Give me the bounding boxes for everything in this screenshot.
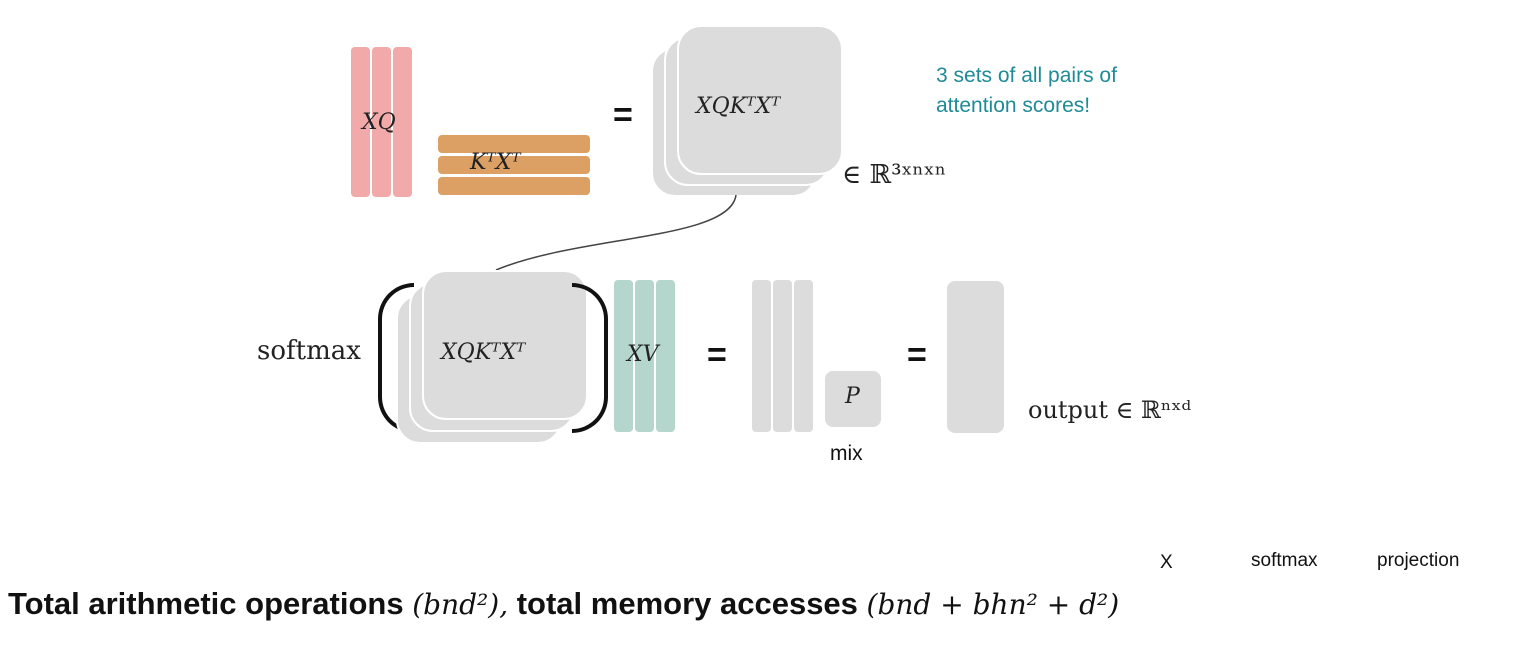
- mem-text: total memory accesses: [516, 586, 858, 621]
- scores-label: XQKᵀXᵀ: [696, 94, 781, 119]
- per-head-column: [794, 280, 813, 432]
- output-space-label: output ∈ ℝⁿˣᵈ: [1028, 396, 1192, 424]
- arith-formula: (bnd²),: [412, 588, 509, 621]
- kx-label: KᵀXᵀ: [470, 150, 521, 175]
- xq-column: [351, 47, 370, 197]
- xq-label: XQ: [362, 110, 396, 135]
- annotation-softmax: softmax: [1251, 550, 1318, 571]
- scores-label: XQKᵀXᵀ: [441, 340, 526, 365]
- equals-sign: =: [707, 336, 727, 374]
- p-matrix: [825, 371, 881, 427]
- annotation-projection: projection: [1377, 550, 1460, 571]
- scores-layer: [677, 25, 843, 175]
- equals-sign: =: [613, 96, 633, 134]
- attention-note-line2: attention scores!: [936, 94, 1091, 117]
- kx-row: [438, 135, 590, 153]
- scores-space-label: ∈ ℝ³ˣⁿˣⁿ: [842, 160, 947, 190]
- xv-label: XV: [627, 342, 659, 367]
- attention-note: 3 sets of all pairs of attention scores!: [936, 61, 1117, 121]
- softmax-label: softmax: [257, 336, 361, 366]
- per-head-column: [773, 280, 792, 432]
- per-head-column: [752, 280, 771, 432]
- right-paren: [572, 283, 608, 433]
- mix-label: mix: [830, 442, 863, 465]
- cost-summary: Total arithmetic operations (bnd²), tota…: [8, 586, 1119, 622]
- xv-column: [635, 280, 654, 432]
- xq-column: [372, 47, 391, 197]
- mem-formula: (bnd + bhn² + d²): [866, 588, 1120, 621]
- xq-column: [393, 47, 412, 197]
- xv-column: [614, 280, 633, 432]
- output-matrix: [947, 281, 1004, 433]
- kx-row: [438, 156, 590, 174]
- annotation-x: X: [1160, 552, 1173, 573]
- attention-note-line1: 3 sets of all pairs of: [936, 64, 1117, 87]
- arith-text: Total arithmetic operations: [8, 586, 404, 621]
- xv-column: [656, 280, 675, 432]
- p-label: P: [845, 384, 860, 409]
- scores-layer: [422, 270, 588, 420]
- kx-row: [438, 177, 590, 195]
- equals-sign: =: [907, 336, 927, 374]
